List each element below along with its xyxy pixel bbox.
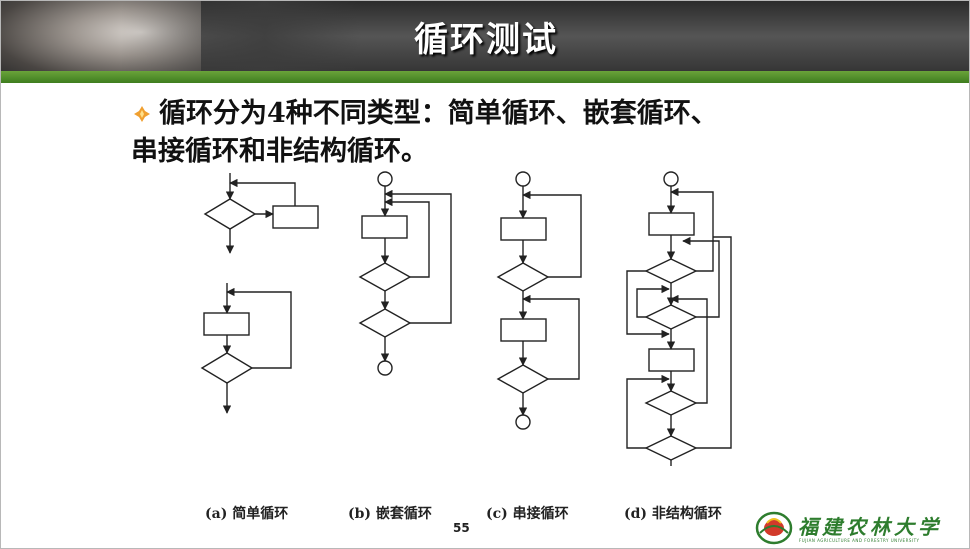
decision-diamond (496, 262, 550, 292)
process-box (500, 318, 547, 342)
caption-concatenated-loop: (c) 串接循环 (486, 506, 569, 522)
concatenated-loop-flowchart (496, 171, 582, 430)
process-box (648, 348, 695, 372)
process-box (203, 312, 250, 336)
caption-unstructured-loop: (d) 非结构循环 (624, 506, 722, 522)
decision-diamond (644, 258, 698, 284)
decision-diamond (358, 262, 412, 292)
slide-header: 循环测试 (1, 1, 969, 79)
start-node (515, 171, 531, 187)
decision-diamond (644, 390, 698, 416)
university-logo: 福建农林大学 FUJIAN AGRICULTURE AND FORESTRY U… (753, 509, 953, 547)
unstructured-loop-flowchart (626, 171, 732, 466)
slide-title: 循环测试 (414, 20, 558, 60)
decision-diamond (496, 364, 550, 394)
decision-diamond (358, 308, 412, 338)
logo-subtitle: FUJIAN AGRICULTURE AND FORESTRY UNIVERSI… (799, 538, 920, 543)
process-box (500, 217, 547, 241)
loop-types-diagram (200, 171, 732, 466)
diamond-bullet-icon (134, 106, 150, 122)
process-box (361, 215, 408, 239)
bullet-text-line-2: 串接循环和非结构循环。 (131, 136, 428, 167)
caption-simple-loop: (a) 简单循环 (205, 506, 289, 522)
logo-name: 福建农林大学 (798, 515, 942, 539)
page-number: 55 (453, 521, 470, 535)
nested-loop-flowchart (358, 171, 452, 376)
simple-loop-flowchart-top (203, 173, 319, 254)
logo-emblem-icon (755, 511, 793, 545)
start-node (377, 171, 393, 187)
process-box (648, 212, 695, 236)
start-node (663, 171, 679, 187)
decision-diamond (200, 352, 254, 384)
caption-nested-loop: (b) 嵌套循环 (348, 506, 432, 522)
decision-diamond (203, 198, 257, 230)
header-accent-bar (1, 71, 969, 83)
process-box (272, 205, 319, 229)
header-fade (121, 1, 361, 79)
decision-diamond (644, 435, 698, 461)
simple-loop-flowchart-bottom (200, 283, 292, 414)
end-node (515, 414, 531, 430)
end-node (377, 360, 393, 376)
bullet-text-line-1: 循环分为4种不同类型：简单循环、嵌套循环、 (159, 98, 718, 129)
decision-diamond (644, 304, 698, 330)
